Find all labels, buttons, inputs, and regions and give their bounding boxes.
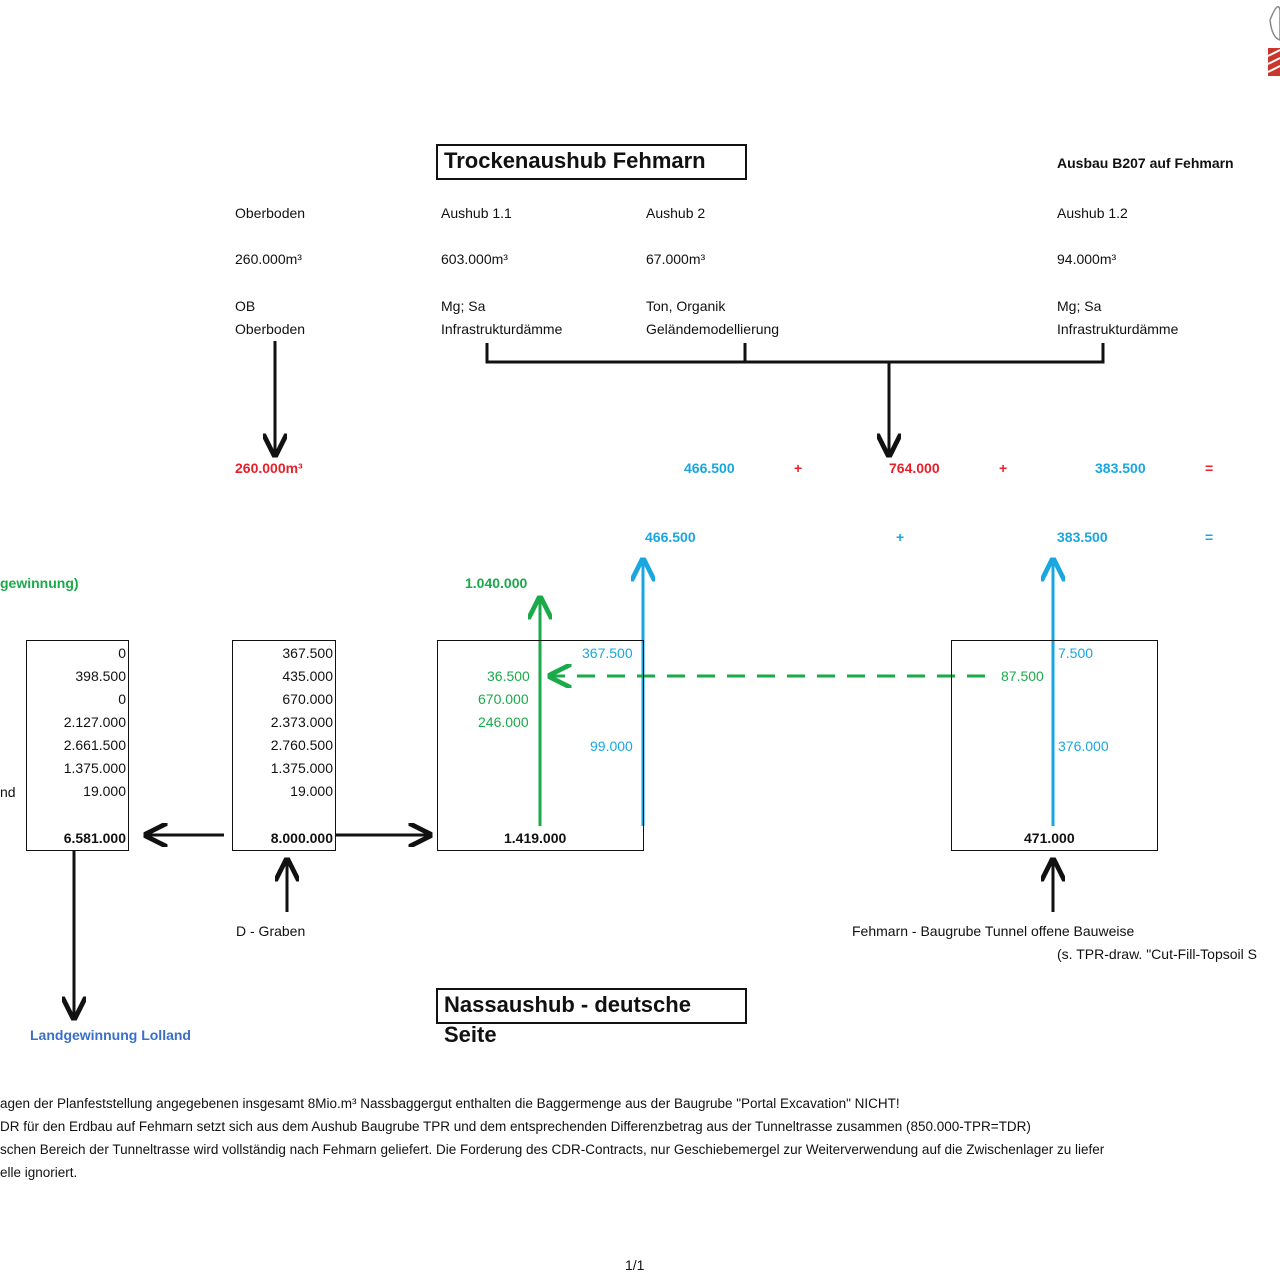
green-top-value: 1.040.000 <box>465 575 528 591</box>
box4-green-value-1: 87.500 <box>1001 668 1044 684</box>
box3-green-value-1: 36.500 <box>487 668 530 684</box>
column-volume: 67.000m³ <box>646 251 706 267</box>
column-material: Mg; Sa <box>441 298 486 314</box>
sum2-value-c: 383.500 <box>1057 529 1108 545</box>
footnote-line: schen Bereich der Tunneltrasse wird voll… <box>0 1142 1105 1157</box>
box1-row-label: nd <box>0 784 16 800</box>
box-fehmarn-pit <box>951 640 1158 851</box>
column-volume: 94.000m³ <box>1057 251 1117 267</box>
page-number: 1/1 <box>625 1257 645 1273</box>
box-values: 0 398.500 0 2.127.000 2.661.500 1.375.00… <box>28 642 126 803</box>
fehmarn-pit-reference: (s. TPR-draw. "Cut-Fill-Topsoil S <box>1057 946 1257 962</box>
box-total: 6.581.000 <box>63 830 126 846</box>
box-value: 2.760.500 <box>270 737 333 753</box>
column-material: Mg; Sa <box>1057 298 1102 314</box>
box3-blue-value-1: 367.500 <box>582 645 633 661</box>
box-fehmarn-intermediate <box>437 640 644 851</box>
box-total: 8.000.000 <box>270 830 333 846</box>
column-name: Oberboden <box>235 205 306 221</box>
land-reclamation-label: gewinnung) <box>0 575 79 591</box>
column-volume: 603.000m³ <box>441 251 508 267</box>
lolland-label: Landgewinnung Lolland <box>30 1027 191 1043</box>
box3-green-value-2: 670.000 <box>478 691 529 707</box>
column-use: Infrastrukturdämme <box>441 321 563 337</box>
sum1-equals: = <box>1205 460 1214 476</box>
box-value: 0 <box>118 691 126 707</box>
d-graben-label: D - Graben <box>236 923 306 939</box>
footnote-line: elle ignoriert. <box>0 1165 78 1180</box>
box4-blue-value-2: 376.000 <box>1058 738 1109 754</box>
sum1-value-a: 466.500 <box>684 460 735 476</box>
box-value: 19.000 <box>290 783 333 799</box>
column-name: Aushub 1.1 <box>441 205 512 221</box>
box-value: 2.661.500 <box>63 737 126 753</box>
column-material: OB <box>235 298 256 314</box>
sum1-value-b: 764.000 <box>889 460 940 476</box>
box-value: 398.500 <box>75 668 126 684</box>
box-value: 19.000 <box>83 783 126 799</box>
box-value: 435.000 <box>282 668 333 684</box>
fehmarn-pit-label: Fehmarn - Baugrube Tunnel offene Bauweis… <box>852 923 1135 939</box>
box-lolland-balance: 0 398.500 0 2.127.000 2.661.500 1.375.00… <box>26 640 129 851</box>
sum2-value-a: 466.500 <box>645 529 696 545</box>
box-value: 1.375.000 <box>270 760 333 776</box>
title-wet-excavation: Nassaushub - deutsche Seite <box>436 988 747 1047</box>
sum1-value-c: 383.500 <box>1095 460 1146 476</box>
box-d-graben-balance: 367.500 435.000 670.000 2.373.000 2.760.… <box>232 640 336 851</box>
box3-blue-value-2: 99.000 <box>590 738 633 754</box>
footnote-line: agen der Planfeststellung angegebenen in… <box>0 1096 900 1111</box>
footnote-line: DR für den Erdbau auf Fehmarn setzt sich… <box>0 1119 1031 1134</box>
sum2-operator-plus: + <box>896 529 905 545</box>
column-use: Geländemodellierung <box>646 321 780 337</box>
box-value: 1.375.000 <box>63 760 126 776</box>
sum1-oberboden: 260.000m³ <box>235 460 303 476</box>
box4-blue-value-1: 7.500 <box>1058 645 1094 661</box>
column-use: Oberboden <box>235 321 306 337</box>
bracket-aushub <box>485 343 1105 364</box>
column-use: Infrastrukturdämme <box>1057 321 1179 337</box>
box3-total: 1.419.000 <box>504 830 567 846</box>
column-name: Aushub 1.2 <box>1057 205 1128 221</box>
column-name: Aushub 2 <box>646 205 706 221</box>
box3-green-value-3: 246.000 <box>478 714 529 730</box>
column-volume: 260.000m³ <box>235 251 302 267</box>
sum2-equals: = <box>1205 529 1214 545</box>
title-b207: Ausbau B207 auf Fehmarn <box>1057 155 1234 171</box>
box-value: 2.373.000 <box>270 714 333 730</box>
title-dry-excavation: Trockenaushub Fehmarn <box>436 144 747 180</box>
sum1-operator-plus: + <box>794 460 803 476</box>
box-value: 0 <box>118 645 126 661</box>
sum1-operator-plus: + <box>999 460 1008 476</box>
box4-total: 471.000 <box>1024 830 1075 846</box>
box-value: 2.127.000 <box>63 714 126 730</box>
box-values: 367.500 435.000 670.000 2.373.000 2.760.… <box>235 642 333 803</box>
column-material: Ton, Organik <box>646 298 726 314</box>
logo-fragment <box>1267 5 1280 76</box>
box-value: 670.000 <box>282 691 333 707</box>
box-value: 367.500 <box>282 645 333 661</box>
